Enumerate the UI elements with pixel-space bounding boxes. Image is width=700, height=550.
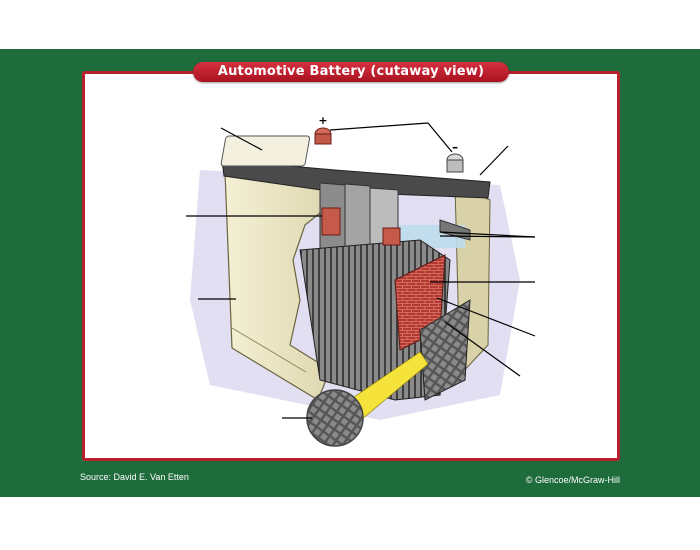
- magnified-grid-inset: [306, 389, 364, 447]
- battery-top-cover: [221, 159, 491, 199]
- leader-cover: [479, 145, 509, 176]
- leader-straps-b: [439, 235, 536, 238]
- leader-terminals-a: [329, 122, 429, 131]
- leader-terminals-b: [427, 122, 453, 153]
- negative-symbol: –: [452, 140, 458, 154]
- vent-cap-block: [220, 135, 311, 167]
- negative-plate: [419, 299, 471, 401]
- leader-vent-caps: [220, 127, 263, 151]
- separator-2: [344, 183, 371, 255]
- cell-connector-1: [321, 207, 341, 236]
- leader-negative-plate: [444, 321, 521, 377]
- leader-lines: [186, 122, 536, 419]
- copyright-notice: © Glencoe/McGraw-Hill: [525, 475, 620, 485]
- cell-connector-2: [382, 227, 401, 246]
- terminal-strap: [439, 219, 471, 241]
- positive-symbol: +: [318, 114, 327, 127]
- leader-separator: [436, 297, 536, 337]
- figure-title: Automotive Battery (cutaway view): [193, 62, 509, 82]
- leader-straps-a: [439, 231, 536, 238]
- source-credit: Source: David E. Van Etten: [80, 472, 189, 482]
- case-rib: [231, 327, 307, 373]
